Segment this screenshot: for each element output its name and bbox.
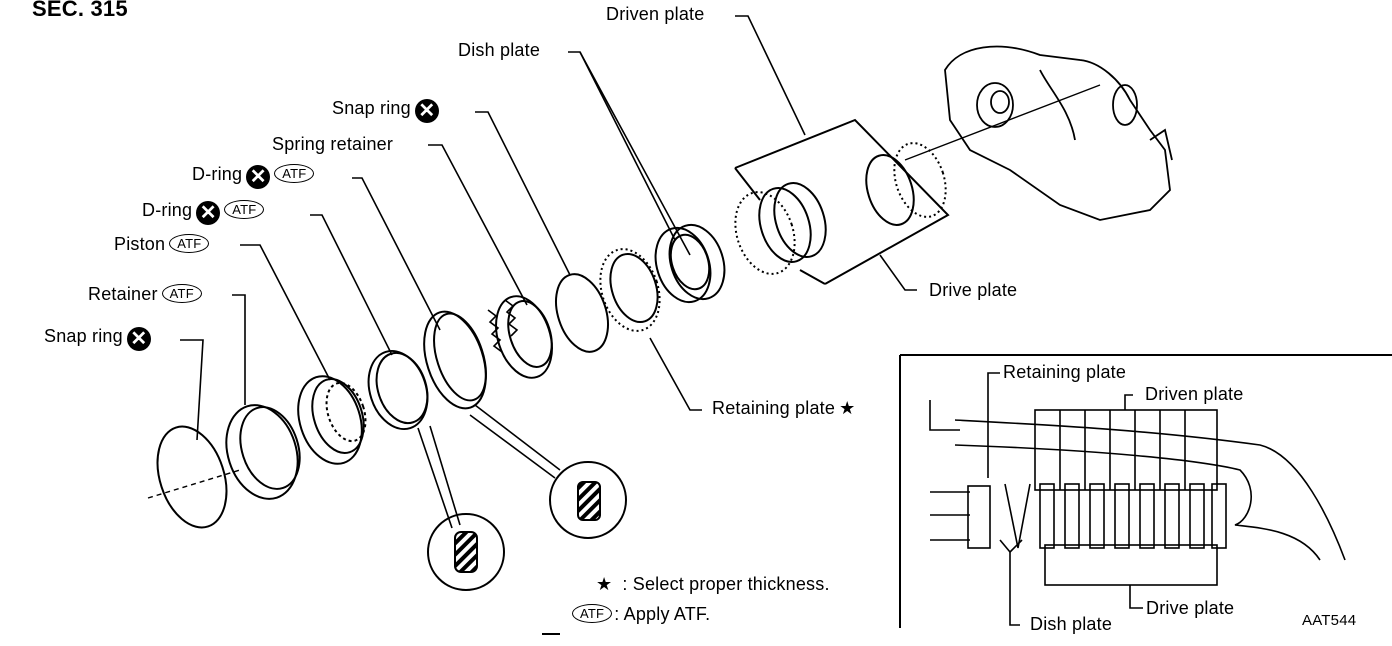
atf-badge: ATF (274, 164, 315, 183)
label-d-ring-1: D-ring✕ATF (192, 164, 315, 189)
atf-badge: ATF (224, 200, 265, 219)
section-callout-2 (549, 461, 627, 539)
label-snap-ring-bottom: Snap ring✕ (44, 326, 151, 351)
piston-part (297, 375, 367, 465)
label-dish-plate: Dish plate (458, 40, 541, 60)
star-icon: ★ (596, 574, 613, 594)
label-d-ring-2: D-ring✕ATF (142, 200, 265, 225)
legend-star-text: : Select proper thickness. (622, 574, 830, 594)
label-drive-plate: Drive plate (929, 280, 1018, 300)
label-snap-ring-bottom-text: Snap ring (44, 326, 123, 346)
inset-label-drive-plate: Drive plate (1146, 598, 1235, 618)
replace-x-icon: ✕ (196, 201, 221, 225)
label-retaining-plate: Retaining plate★ (712, 398, 855, 419)
star-icon: ★ (839, 398, 856, 418)
leader-lines (180, 15, 917, 529)
d-ring-outer-part (367, 349, 429, 431)
section-callout-1 (427, 513, 505, 591)
atf-badge: ATF (161, 284, 202, 303)
inset-label-dish-plate: Dish plate (1030, 614, 1113, 634)
inset-label-driven-plate: Driven plate (1145, 384, 1244, 404)
replace-x-icon: ✕ (246, 165, 271, 189)
legend-star: ★ : Select proper thickness. (596, 574, 830, 595)
label-retaining-plate-text: Retaining plate (712, 398, 836, 418)
label-d-ring-2-text: D-ring (142, 200, 193, 220)
dish-plate-part (654, 223, 726, 304)
spring-retainer-part (487, 295, 553, 379)
label-d-ring-1-text: D-ring (192, 164, 243, 184)
inset-label-retaining-plate: Retaining plate (1003, 362, 1127, 382)
atf-badge: ATF (572, 604, 613, 623)
retainer-part (225, 404, 301, 500)
snap-ring-bottom-part (147, 425, 241, 529)
label-retainer-text: Retainer (88, 284, 158, 304)
snap-ring-top-part (555, 273, 609, 353)
section-number: SEC. 315 (32, 0, 128, 21)
legend-atf-text: : Apply ATF. (614, 604, 711, 624)
legend-atf: ATF: Apply ATF. (572, 604, 710, 625)
transmission-case (904, 45, 1173, 221)
driven-drive-plate-stack (734, 118, 950, 285)
d-ring-inner-part (423, 310, 487, 410)
retaining-plate-part (599, 248, 661, 332)
label-piston-text: Piston (114, 234, 166, 254)
label-snap-ring-top-text: Snap ring (332, 98, 411, 118)
replace-x-icon: ✕ (414, 99, 439, 123)
label-spring-retainer: Spring retainer (272, 134, 394, 154)
atf-badge: ATF (169, 234, 210, 253)
clutch-cross-section-inset (899, 354, 1392, 628)
label-snap-ring-top: Snap ring✕ (332, 98, 439, 123)
label-driven-plate: Driven plate (606, 4, 705, 24)
replace-x-icon: ✕ (126, 327, 151, 351)
figure-code: AAT544 (1302, 612, 1357, 629)
